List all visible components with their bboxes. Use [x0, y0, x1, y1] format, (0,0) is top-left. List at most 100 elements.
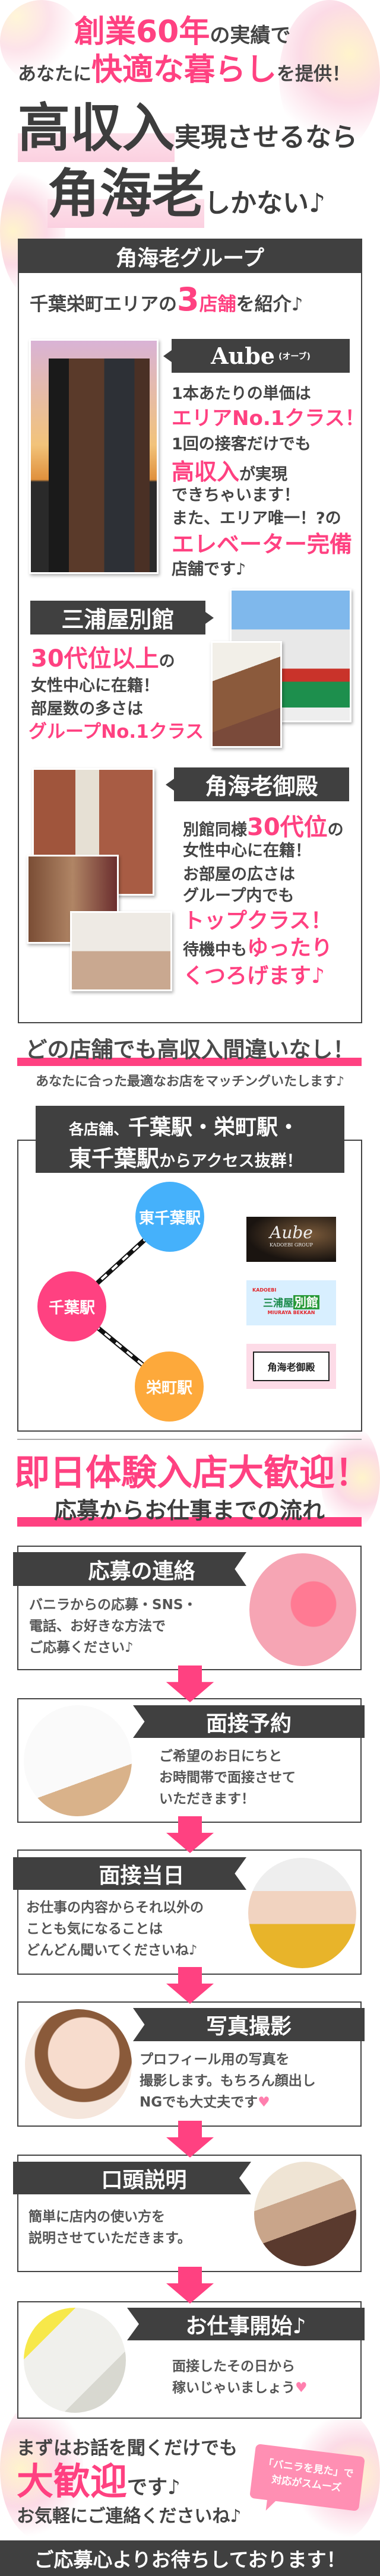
miuraya-pink-text: グループNo.1クラス — [28, 721, 204, 743]
step-title-ribbon: 面接当日 — [13, 1857, 246, 1890]
hero-big-text: 高収入 — [18, 97, 175, 162]
step-line: NGでも大丈夫です — [140, 2095, 258, 2110]
closing-welcome-line: 大歓迎です♪ — [17, 2463, 180, 2500]
step-line: プロフィール用の写真を — [140, 2052, 290, 2067]
group-header: 角海老グループ — [18, 239, 362, 274]
flow-subtitle: 応募からお仕事までの流れ — [53, 1498, 325, 1524]
goten-pink-text: トップクラス！ — [183, 909, 332, 933]
hero-pink-text: 創業60年 — [74, 14, 210, 50]
goten-name: 角海老御殿 — [205, 773, 318, 800]
station-higashi-chiba: 東千葉駅 — [135, 1182, 204, 1252]
aube-text: 店舗です♪ — [172, 560, 246, 579]
step-line: 簡単に店内の使い方を — [28, 2209, 165, 2225]
station-name: 東千葉駅 — [138, 1209, 201, 1227]
down-arrow-icon — [166, 2267, 214, 2304]
miuraya-stairs-photo — [211, 641, 282, 748]
speech-bubble: 「バニラを見た」で 対応がスムーズ — [249, 2444, 365, 2512]
step-line: 撮影します。もちろん顔出し — [140, 2073, 316, 2089]
calendar-photo — [24, 1705, 132, 1816]
step-line: 説明させていただきます。 — [28, 2231, 191, 2246]
store-count: 3 — [177, 281, 200, 318]
flow-subtitle-underline — [17, 1517, 362, 1527]
goten-text: 別館同様 — [183, 821, 247, 839]
hero-text: あなたに — [18, 64, 91, 85]
group-intro: 千葉栄町エリアの3店舗を紹介♪ — [30, 284, 303, 316]
intro-pink-text: 店舗 — [199, 294, 236, 315]
miuraya-name: 三浦屋別館 — [61, 607, 175, 633]
flow-headline: 即日体験入店大歓迎！ — [14, 1452, 370, 1494]
step-line: バニラからの応募・SNS・ — [29, 1597, 197, 1613]
step-line: お時間帯で面接させて — [159, 1770, 296, 1785]
step-title: 応募の連絡 — [88, 1559, 195, 1584]
access-label-text: 各店舗、 — [69, 1121, 129, 1138]
logo-text: 別館 — [293, 1295, 319, 1309]
step-line: 稼いじゃいましょう — [172, 2380, 295, 2396]
station-chiba: 千葉駅 — [37, 1271, 106, 1341]
hero-line-4: 角海老しかない♪ — [48, 163, 326, 228]
goten-text: グループ内でも — [183, 887, 294, 905]
goten-pink-text: ゆったり — [247, 936, 333, 960]
step-title-ribbon: 写真撮影 — [133, 2008, 365, 2041]
step-line: どんどん聞いてくださいね♪ — [26, 1943, 198, 1958]
aube-logo: Aube KADOEBI GROUP — [246, 1217, 336, 1262]
goten-label: 角海老御殿 — [166, 767, 349, 801]
goten-text: の — [327, 821, 344, 839]
goten-text-line: 待機中もゆったり — [183, 938, 332, 959]
aube-name: Aube — [211, 342, 275, 369]
step-title: お仕事開始♪ — [185, 2314, 306, 2339]
aube-pink-text: 高収入 — [172, 459, 240, 485]
room-photo — [254, 2162, 356, 2266]
access-label-stations: 東千葉駅 — [69, 1146, 160, 1172]
closing-big-text: 大歓迎 — [17, 2460, 128, 2503]
step-title-ribbon: お仕事開始♪ — [127, 2308, 365, 2340]
access-headline: どの店舗でも高収入間違いなし！ — [25, 1037, 355, 1062]
hero-big-text: 角海老 — [48, 163, 205, 228]
step-line: 面接したその日から — [172, 2359, 295, 2374]
woman-thinking-photo — [248, 1858, 356, 1968]
station-name: 栄町駅 — [145, 1379, 192, 1397]
step-line: ご希望のお日にちと — [159, 1749, 282, 1764]
closing-line: まずはお話を聞くだけでも — [17, 2438, 238, 2459]
access-label: 各店舗、千葉駅・栄町駅・ 東千葉駅からアクセス抜群！ — [36, 1106, 344, 1173]
footer-bar: ご応募心よりお待ちしております！ — [0, 2540, 380, 2576]
headline-underline — [17, 1058, 362, 1066]
miuraya-text: 部屋数の多さは — [31, 700, 143, 718]
step-description: お仕事の内容からそれ以外のことも気になることはどんどん聞いてくださいね♪ — [26, 1897, 204, 1961]
aube-building-photo — [29, 339, 159, 574]
step-title-ribbon: 面接予約 — [133, 1705, 365, 1738]
step-title: 面接当日 — [99, 1863, 185, 1888]
step-title-ribbon: 応募の連絡 — [13, 1552, 246, 1586]
aube-text: できちゃいます！ — [172, 486, 300, 505]
aube-label: Aube (オーブ) — [163, 339, 350, 373]
logo-text: 角海老御殿 — [253, 1352, 330, 1381]
miuraya-label: 三浦屋別館 — [30, 601, 214, 635]
miuraya-pink-text: 30代位以上 — [31, 645, 159, 672]
intro-text: 千葉栄町エリアの — [30, 294, 177, 315]
group-header-title: 角海老グループ — [116, 246, 264, 271]
hero-text: を提供！ — [277, 64, 351, 85]
phone-photo — [249, 1553, 356, 1666]
aube-pink-text: エレベーター完備 — [172, 531, 353, 557]
hero-text: の実績で — [210, 24, 291, 47]
down-arrow-icon — [166, 1665, 214, 1702]
goten-text-line: 別館同様30代位の — [183, 816, 344, 839]
step-line: ことも気になることは — [26, 1921, 163, 1937]
step-title: 面接予約 — [205, 1711, 292, 1736]
logo-subtext: KADOEBI GROUP — [270, 1242, 313, 1248]
hero-text: 実現させるなら — [175, 122, 358, 153]
hero-text: しかない♪ — [204, 188, 326, 218]
goten-text: 女性中心に在籍！ — [183, 842, 311, 860]
closing-line: お気軽にご連絡くださいね♪ — [17, 2506, 242, 2527]
logo-subtext: KADOEBI — [252, 1287, 277, 1293]
hero-line-1: 創業60年の実績で — [74, 17, 290, 47]
hero-line-2: あなたに快適な暮らしを提供！ — [18, 55, 350, 85]
miuraya-text: 女性中心に在籍！ — [31, 677, 159, 695]
goten-logo: 角海老御殿 — [246, 1344, 336, 1389]
hero-pink-text: 快適な暮らし — [91, 52, 277, 88]
closing-line: です♪ — [127, 2476, 180, 2499]
aube-text: また、エリア唯一！?の — [172, 509, 341, 528]
access-subtitle: あなたに合った最適なお店をマッチングいたします♪ — [35, 1074, 345, 1089]
step-title: 口頭説明 — [101, 2168, 187, 2193]
step-description: バニラからの応募・SNS・電話、お好きな方法でご応募ください♪ — [29, 1594, 197, 1658]
